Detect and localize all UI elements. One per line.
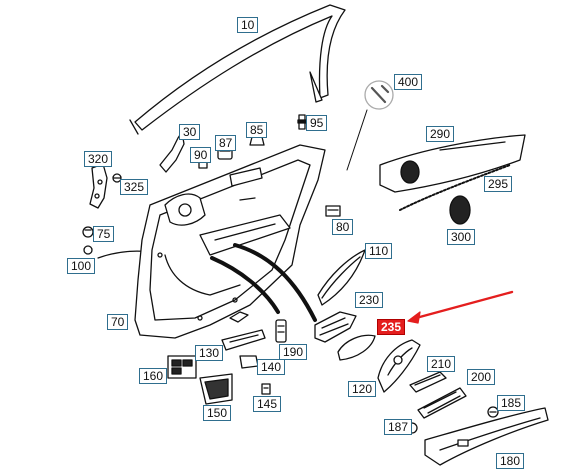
callout-85: 85 xyxy=(246,122,268,138)
callout-180: 180 xyxy=(496,453,525,469)
callout-185: 185 xyxy=(497,395,526,411)
callout-95: 95 xyxy=(306,115,328,131)
callout-80: 80 xyxy=(332,219,354,235)
clip-100 xyxy=(83,245,93,255)
switch-block-160 xyxy=(167,355,197,379)
callout-320: 320 xyxy=(84,151,113,167)
lower-trim-180 xyxy=(424,407,549,466)
connector-140 xyxy=(239,355,259,369)
plug-190 xyxy=(275,319,287,343)
speaker-300 xyxy=(449,195,471,225)
callout-235-highlighted: 235 xyxy=(377,319,406,335)
callout-75: 75 xyxy=(93,226,115,242)
callout-190: 190 xyxy=(279,344,308,360)
callout-290: 290 xyxy=(426,126,455,142)
callout-110: 110 xyxy=(365,243,393,259)
hinge-bracket-320 xyxy=(89,163,108,209)
callout-160: 160 xyxy=(139,368,168,384)
handle-ring-235 xyxy=(337,334,376,361)
storage-bin-150 xyxy=(199,373,233,405)
wrench-tool-icon xyxy=(346,80,394,171)
upper-trim-290 xyxy=(379,134,526,193)
highlight-arrow xyxy=(407,290,514,324)
callout-400: 400 xyxy=(394,74,423,90)
clip-185 xyxy=(487,406,499,418)
cable-swoosh-1 xyxy=(210,256,280,314)
callout-210: 210 xyxy=(427,356,456,372)
callout-150: 150 xyxy=(203,405,232,421)
callout-295: 295 xyxy=(484,176,513,192)
window-trim-strip xyxy=(129,4,346,135)
bulb-145 xyxy=(261,383,271,395)
switch-cover-200 xyxy=(417,387,467,419)
cable-swoosh-2 xyxy=(233,243,317,322)
armrest-120 xyxy=(377,339,421,393)
callout-70: 70 xyxy=(107,314,129,330)
callout-230: 230 xyxy=(355,292,384,308)
callout-120: 120 xyxy=(348,381,377,397)
trim-strip-295 xyxy=(399,164,511,211)
callout-90: 90 xyxy=(190,147,212,163)
clip-95 xyxy=(297,114,307,130)
clip-85 xyxy=(249,136,265,146)
switch-panel-210 xyxy=(409,371,447,393)
callout-30: 30 xyxy=(179,124,201,140)
speaker-panel-110 xyxy=(317,249,366,306)
clip-75 xyxy=(82,226,94,238)
callout-187: 187 xyxy=(384,419,413,435)
pocket-insert-130 xyxy=(221,329,266,351)
callout-87: 87 xyxy=(215,135,237,151)
callout-10: 10 xyxy=(237,17,259,33)
handle-bezel-230 xyxy=(314,311,357,343)
door-panel-70 xyxy=(134,144,326,339)
callout-300: 300 xyxy=(447,229,476,245)
callout-145: 145 xyxy=(253,396,282,412)
callout-100: 100 xyxy=(67,258,96,274)
screw-325 xyxy=(112,173,122,183)
callout-140: 140 xyxy=(257,359,286,375)
callout-130: 130 xyxy=(195,345,224,361)
callout-200: 200 xyxy=(467,369,496,385)
connector-80 xyxy=(325,205,341,217)
callout-325: 325 xyxy=(120,179,149,195)
